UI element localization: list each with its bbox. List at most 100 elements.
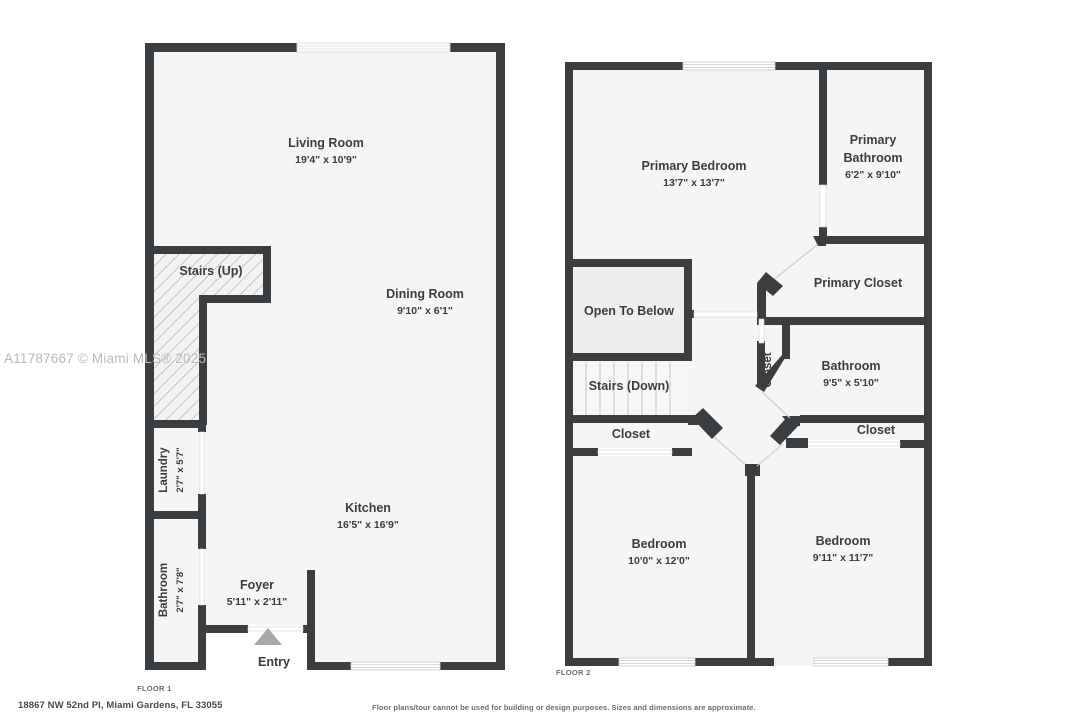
window-f1-kitchen: [350, 661, 441, 671]
laundry-fill: [148, 425, 206, 515]
wall-f1-top-left: [145, 43, 297, 52]
door-bathroom1: [199, 548, 205, 606]
window-f2-bedroom-left: [618, 657, 696, 667]
wall-f2-bottom-b: [695, 658, 774, 666]
stairs-up-area: [150, 250, 268, 422]
label-laundry-dim: 2'7" x 5'7": [175, 447, 186, 492]
label-kitchen-dim: 16'5" x 16'9": [337, 519, 399, 531]
label-stairs-up: Stairs (Up): [179, 264, 242, 278]
wall-bath1-right-a: [198, 511, 206, 549]
wall-closet-top: [757, 317, 790, 325]
wall-closet-right: [782, 317, 790, 359]
floor2-walls: [565, 61, 932, 667]
open-to-below-fill: [572, 263, 688, 357]
wall-right-closet-top-b: [856, 415, 932, 423]
door-swing-left-bedroom: [713, 436, 748, 467]
wall-stairs-up-right: [263, 246, 271, 303]
label-stairs-down: Stairs (Down): [589, 379, 670, 393]
wall-stairs-up-inner-right: [199, 295, 207, 425]
label-closet-left: Closet: [612, 427, 651, 441]
stairs-up-hatch: [150, 250, 268, 422]
wall-otb-opening-node: [684, 310, 694, 318]
wall-laundry-right-a: [198, 420, 206, 432]
wall-node-right-hall-b: [786, 438, 808, 448]
label-bedroom-right-dim: 9'11" x 11'7": [813, 552, 874, 564]
wall-f1-top-right: [450, 43, 505, 52]
label-bathroom1-dim: 2'7" x 7'8": [175, 567, 186, 612]
label-bedroom-right: Bedroom: [816, 534, 871, 548]
floor2-group: Primary Bedroom 13'7" x 13'7" Primary Ba…: [565, 61, 932, 667]
wall-right-closet-bottom-a: [900, 440, 932, 448]
floor1-main-fill: [148, 46, 502, 670]
label-bedroom-left: Bedroom: [632, 537, 687, 551]
wall-laundry-top: [145, 420, 206, 428]
wall-f1-bottom-right: [440, 662, 502, 670]
label-bathroom1: Bathroom: [158, 563, 170, 617]
wall-otb-bottom: [568, 353, 692, 361]
door-swing-bathroom2: [761, 391, 791, 419]
wall-laundry-right-b: [198, 494, 206, 519]
wall-bedroom-divider: [747, 470, 755, 666]
wall-left-closet-bottom-b: [672, 448, 692, 456]
wall-f1-right: [496, 43, 505, 670]
wall-f1-bottom-left: [307, 662, 351, 670]
label-bathroom1-group: Bathroom 2'7" x 7'8": [158, 563, 186, 617]
wall-angled-seg-1: [757, 272, 783, 296]
property-address: 18867 NW 52nd Pl, Miami Gardens, FL 3305…: [18, 700, 223, 711]
label-dining-room-dim: 9'10" x 6'1": [397, 305, 453, 317]
door-entry-opening: [247, 625, 304, 633]
wall-right-closet-top: [800, 415, 856, 423]
label-entry: Entry: [258, 655, 290, 669]
wall-closet-upper-left: [757, 283, 766, 319]
label-primary-bedroom-dim: 13'7" x 13'7": [663, 177, 725, 189]
wall-otb-right: [684, 259, 692, 360]
door-swing-right-bedroom: [756, 443, 784, 467]
wall-laundry-bottom: [145, 511, 206, 519]
wall-primary-closet-angled: [771, 240, 823, 282]
floor1-room-fills: [148, 46, 502, 670]
label-kitchen: Kitchen: [345, 501, 391, 515]
wall-f2-right: [924, 62, 932, 666]
floor2-tag: FLOOR 2: [556, 668, 591, 677]
wall-angled-left-hall: [692, 408, 723, 439]
door-left-closet: [597, 448, 673, 456]
wall-primary-bath-bottom: [819, 236, 932, 244]
label-primary-bedroom: Primary Bedroom: [642, 159, 747, 173]
wall-stairs-down-bottom: [568, 415, 692, 423]
wall-otb-top: [568, 259, 692, 267]
wall-primary-bath-left-a: [819, 62, 827, 185]
wall-primary-closet-bottom: [783, 317, 932, 325]
door-primary-bathroom: [819, 184, 827, 228]
wall-angled-right-hall: [770, 416, 800, 445]
label-bathroom2: Bathroom: [821, 359, 880, 373]
wall-f2-top-left: [565, 62, 683, 70]
wall-f1-left-stairs: [145, 246, 154, 424]
label-bathroom2-dim: 9'5" x 5'10": [823, 377, 879, 389]
label-bedroom-left-dim: 10'0" x 12'0": [628, 555, 690, 567]
door-hall-otb: [693, 311, 758, 318]
label-closet-center: Closet: [762, 352, 774, 387]
label-living-room: Living Room: [288, 136, 364, 150]
stairs-down-area: [572, 362, 688, 418]
label-primary-closet: Primary Closet: [814, 276, 903, 290]
wall-f2-bottom-c: [888, 658, 932, 666]
label-closet-right: Closet: [857, 423, 896, 437]
wall-bath1-bottom: [145, 662, 206, 670]
wall-laundry-left: [145, 420, 154, 515]
wall-primary-bath-left-b: [819, 227, 827, 241]
label-laundry-group: Laundry 2'7" x 5'7": [158, 447, 186, 493]
wall-left-closet-bottom-a: [568, 448, 598, 456]
wall-foyer-right: [307, 570, 315, 670]
label-primary-bathroom-line1: Primary: [850, 133, 897, 147]
door-laundry: [199, 431, 205, 495]
wall-stairs-up-bottom-seg: [199, 295, 271, 303]
wall-f1-left-upper: [145, 43, 154, 250]
foyer-fill: [213, 576, 310, 632]
label-living-room-dim: 19'4" x 10'9": [295, 154, 357, 166]
wall-closet-left-b: [757, 341, 765, 387]
entry-arrow-icon: [254, 628, 282, 645]
label-primary-bathroom-dim: 6'2" x 9'10": [845, 169, 901, 181]
wall-f2-top-right: [775, 62, 932, 70]
